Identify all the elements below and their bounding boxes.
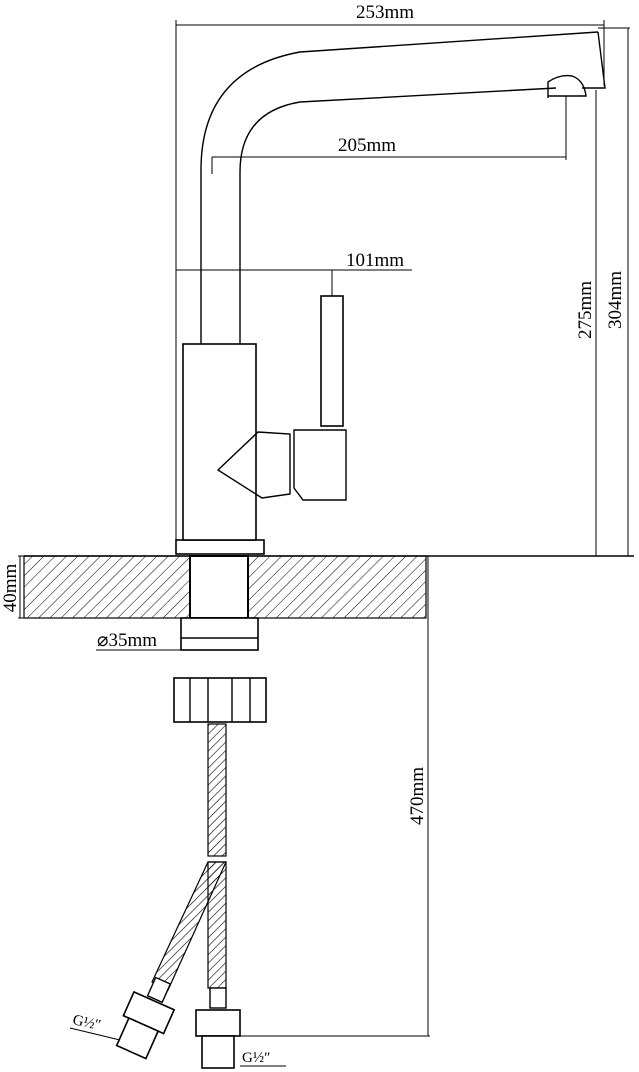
dim-overall-height: 304mm: [605, 271, 626, 329]
dim-countertop: 40mm: [0, 564, 21, 613]
thread-label-right: G½″: [242, 1050, 270, 1066]
dimension-lines: [18, 20, 630, 1067]
dim-hose-length: 470mm: [407, 767, 428, 825]
dim-hole-diameter: ⌀35mm: [97, 630, 157, 651]
countertop-section: [23, 555, 634, 619]
mounting-hardware: [173, 617, 267, 723]
dim-overall-reach: 253mm: [356, 2, 414, 23]
dim-spout-reach: 205mm: [338, 135, 396, 156]
flexible-hoses: [115, 723, 241, 1069]
faucet-body: [175, 31, 606, 555]
thread-label-left: G½″: [71, 1012, 102, 1034]
dim-spout-height: 275mm: [575, 281, 596, 339]
dim-handle-offset: 101mm: [346, 250, 404, 271]
